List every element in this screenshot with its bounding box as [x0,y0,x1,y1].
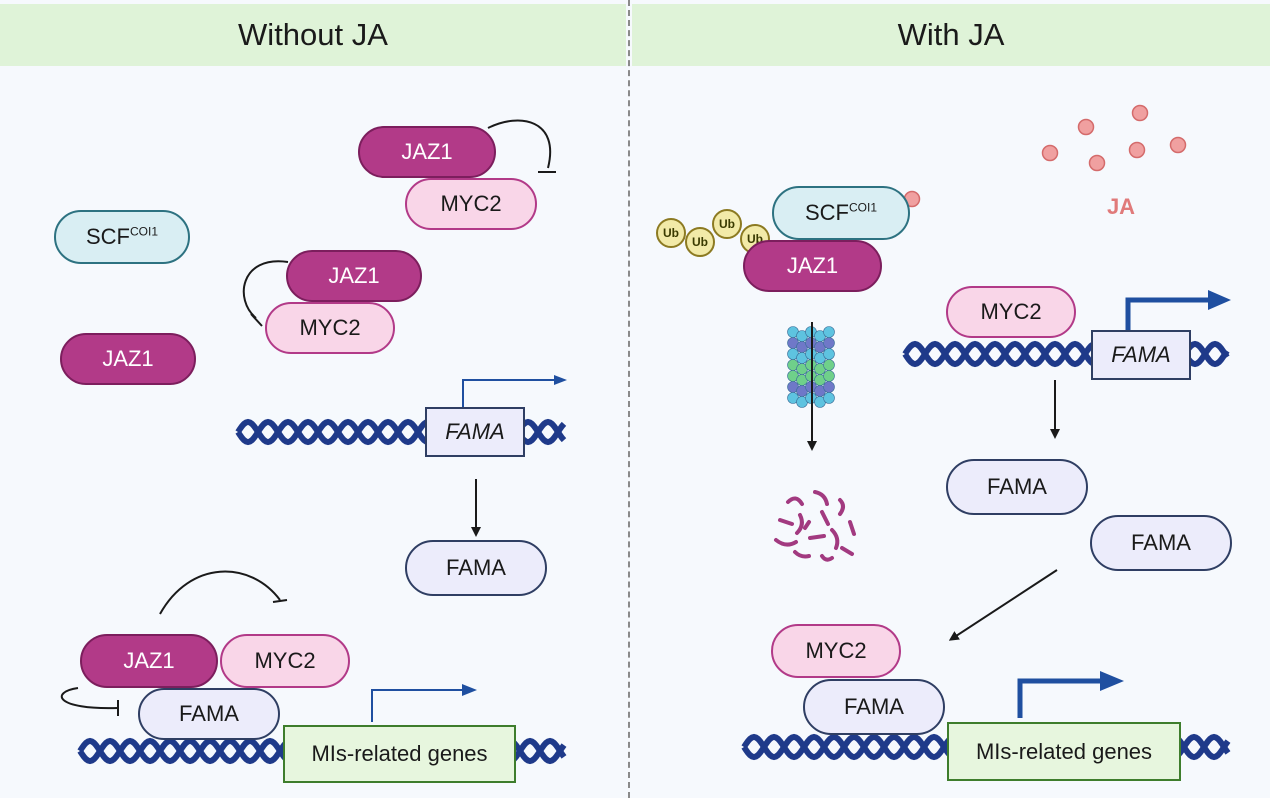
fama-protein: FAMA [1090,515,1232,571]
scf-coi1-label: SCFCOI1 [86,224,158,250]
jaz1-protein: JAZ1 [358,126,496,178]
proteasome-icon [787,326,835,408]
degraded-peptide-fragments-icon [774,490,856,562]
ubiquitin-icon [656,218,686,248]
fama-protein: FAMA [405,540,547,596]
promoter-arrow-fama-left [462,379,556,408]
promoter-arrow-fama-right [1125,297,1210,330]
promoter-arrow-mis-right [1017,678,1102,718]
coi1-superscript: COI1 [848,200,877,215]
ubiquitin-label: Ub [663,226,679,240]
jaz1-label: JAZ1 [328,263,380,288]
scf-label: SCF [85,224,130,249]
fama-gene-box: FAMA [1091,330,1191,380]
fama-protein: FAMA [138,688,280,740]
myc2-label: MYC2 [440,191,502,216]
promoter-arrowhead-mis-right [1100,671,1124,691]
proteasome-subunit [823,392,835,404]
myc2-label: MYC2 [254,648,316,673]
fama-gene-label: FAMA [1111,342,1171,367]
proteasome-subunit [823,326,835,338]
fama-gene-label: FAMA [445,419,505,444]
jaz1-label: JAZ1 [786,253,839,278]
ja-ligand-dots [903,104,1187,208]
ubiquitin-label: Ub [692,235,708,249]
jaz1-protein: JAZ1 [60,333,196,385]
header-with-ja-label: With JA [897,17,1005,52]
fama-gene-box: FAMA [425,407,525,457]
proteasome-subunit [823,359,835,371]
myc2-protein: MYC2 [946,286,1076,338]
jaz1-protein: JAZ1 [743,240,882,292]
ubiquitin-icon [685,227,715,257]
mis-related-genes-box: MIs-related genes [283,725,516,783]
inhibition-curve-4 [60,687,119,710]
proteasome-subunit [823,337,835,349]
jaz1-protein: JAZ1 [80,634,218,688]
inhibition-bar-3 [272,599,288,603]
mis-related-genes-label: MIs-related genes [975,738,1153,764]
jaz1-label: JAZ1 [401,139,453,164]
fama-label: FAMA [446,555,506,580]
panel-divider [628,0,630,798]
jaz1-label: JAZ1 [102,346,154,371]
mis-related-genes-box: MIs-related genes [947,722,1181,781]
myc2-label: MYC2 [805,638,867,663]
promoter-arrowhead-fama-right [1208,290,1231,310]
inhibition-bar-2 [250,313,263,327]
fama-label: FAMA [844,694,904,719]
ubiquitin-label: Ub [719,217,735,231]
promoter-arrowhead-mis-left [462,684,477,696]
inhibition-curve-3 [159,570,281,615]
mis-related-genes-label: MIs-related genes [311,741,488,766]
scf-coi1-complex: SCFCOI1 [54,210,190,264]
inhibition-curve-1 [487,119,551,169]
myc2-protein: MYC2 [405,178,537,230]
scf-coi1-complex: SCFCOI1 [772,186,910,240]
coi1-superscript: COI1 [129,224,158,239]
scf-coi1-label: SCFCOI1 [805,200,877,226]
myc2-label: MYC2 [299,315,361,340]
header-without-ja-label: Without JA [238,17,388,52]
fama-protein: FAMA [946,459,1088,515]
ubiquitin-icon [712,209,742,239]
header-without-ja: Without JA [0,4,626,66]
header-with-ja: With JA [632,4,1270,66]
myc2-protein: MYC2 [220,634,350,688]
myc2-protein: MYC2 [771,624,901,678]
ja-label: JA [1106,194,1136,219]
myc2-label: MYC2 [980,299,1042,324]
myc2-protein: MYC2 [265,302,395,354]
proteasome-subunit [823,381,835,393]
fama-label: FAMA [1131,530,1191,555]
fama-label: FAMA [987,474,1047,499]
arrow-fama-binding [948,569,1058,641]
jaz1-protein: JAZ1 [286,250,422,302]
promoter-arrow-mis-left [371,689,464,722]
jaz1-label: JAZ1 [123,648,175,673]
promoter-arrowhead-fama-left [554,375,567,385]
proteasome-subunit [823,348,835,360]
fama-label: FAMA [179,701,239,726]
proteasome-subunit [823,370,835,382]
inhibition-curve-2 [242,260,289,319]
fama-protein: FAMA [803,679,945,735]
scf-label: SCF [804,200,849,225]
